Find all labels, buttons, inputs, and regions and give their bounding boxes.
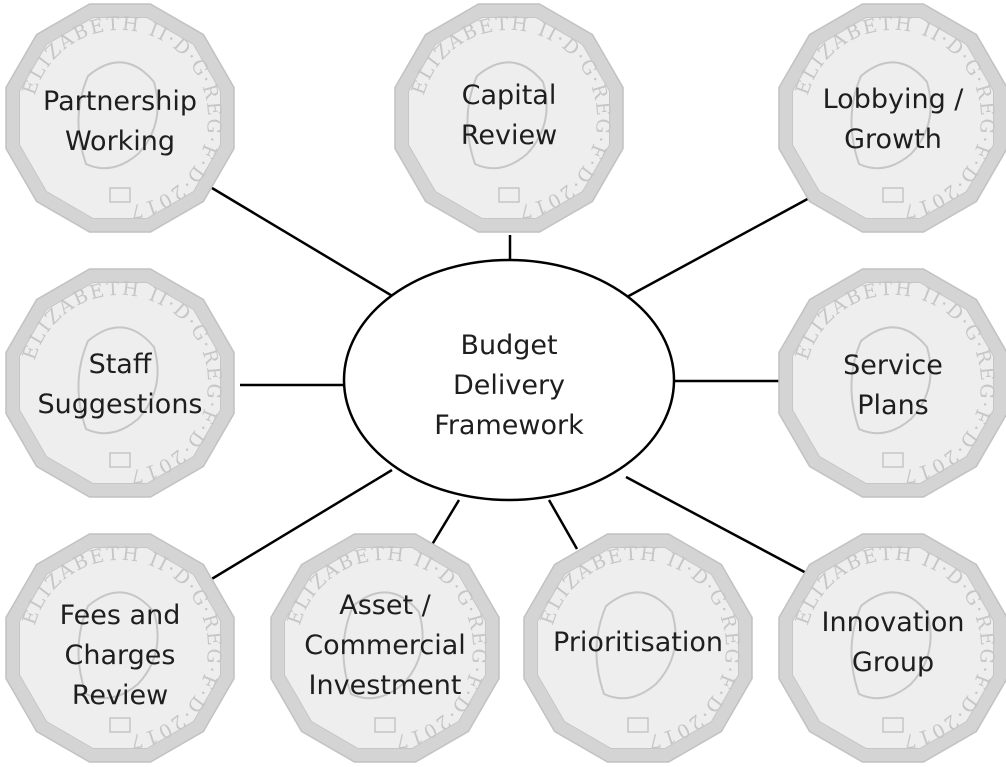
coin-lobbying-growth: ELIZABETH II·D·G·REG·F·D·2017 xyxy=(778,3,1006,233)
coin-partnership-working: ELIZABETH II·D·G·REG·F·D·2017 xyxy=(5,3,235,233)
portrait-outline xyxy=(595,591,677,700)
connector-lines xyxy=(209,186,814,582)
coin-fees-and-charges-review: ELIZABETH II·D·G·REG·F·D·2017 xyxy=(5,533,235,763)
mint-mark xyxy=(627,717,649,733)
mint-mark xyxy=(882,717,904,733)
coin-face xyxy=(792,547,994,749)
coin-face xyxy=(19,547,221,749)
coin-innovation-group: ELIZABETH II·D·G·REG·F·D·2017 xyxy=(778,533,1006,763)
portrait-outline xyxy=(77,61,159,170)
connector-fees-and-charges-review xyxy=(209,468,393,582)
portrait-outline xyxy=(342,591,424,700)
coin-face xyxy=(19,17,221,219)
coin-capital-review: ELIZABETH II·D·G·REG·F·D·2017 xyxy=(394,3,624,233)
portrait-outline xyxy=(850,591,932,700)
portrait-outline xyxy=(850,61,932,170)
coin-face xyxy=(408,17,610,219)
coin-service-plans: ELIZABETH II·D·G·REG·F·D·2017 xyxy=(778,268,1006,498)
connector-lobbying-growth xyxy=(624,194,814,300)
coin-staff-suggestions: ELIZABETH II·D·G·REG·F·D·2017 xyxy=(5,268,235,498)
coin-face xyxy=(792,282,994,484)
portrait-outline xyxy=(850,326,932,435)
center-ellipse xyxy=(342,258,676,502)
mint-mark xyxy=(109,452,131,468)
coin-prioritisation: ELIZABETH II·D·G·REG·F·D·2017 xyxy=(523,533,753,763)
connector-innovation-group xyxy=(625,475,811,577)
portrait-outline xyxy=(77,591,159,700)
connector-prioritisation xyxy=(547,499,579,550)
mint-mark xyxy=(882,452,904,468)
coin-asset-commercial-investment: ELIZABETH II·D·G·REG·F·D·2017 xyxy=(270,533,500,763)
coin-face xyxy=(537,547,739,749)
coin-face xyxy=(19,282,221,484)
connector-partnership-working xyxy=(211,186,395,299)
mint-mark xyxy=(498,187,520,203)
portrait-outline xyxy=(466,61,548,170)
mint-mark xyxy=(109,187,131,203)
connector-asset-commercial-investment xyxy=(428,499,461,549)
mint-mark xyxy=(882,187,904,203)
coin-face xyxy=(284,547,486,749)
portrait-outline xyxy=(77,326,159,435)
coin-face xyxy=(792,17,994,219)
mint-mark xyxy=(109,717,131,733)
mint-mark xyxy=(374,717,396,733)
